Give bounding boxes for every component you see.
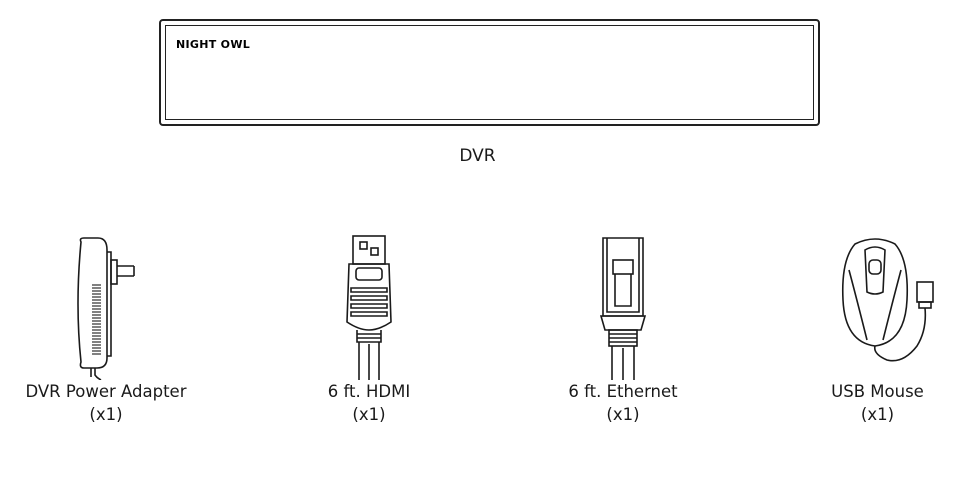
accessory-quantity: (x1) — [89, 405, 123, 424]
accessory-quantity: (x1) — [352, 405, 386, 424]
accessory-quantity: (x1) — [860, 405, 895, 424]
accessory-name: USB Mouse — [831, 382, 924, 401]
accessory-ethernet-cable: 6 ft. Ethernet (x1) — [528, 230, 718, 426]
accessory-name: 6 ft. HDMI — [327, 382, 411, 401]
accessory-name: DVR Power Adapter — [25, 382, 187, 401]
accessory-quantity: (x1) — [606, 405, 640, 424]
usb-mouse-icon — [841, 238, 934, 362]
ethernet-cable-icon — [599, 237, 647, 380]
accessory-power-adapter: DVR Power Adapter (x1) — [0, 230, 212, 426]
accessory-hdmi-cable: 6 ft. HDMI (x1) — [274, 230, 464, 426]
dvr-brand-logo: NIGHT OWL — [176, 38, 251, 51]
dvr-front-panel: NIGHT OWL — [165, 25, 814, 120]
dvr-illustration: NIGHT OWL — [159, 19, 820, 126]
power-adapter-icon — [77, 237, 135, 380]
hdmi-cable-icon — [346, 235, 392, 380]
accessory-usb-mouse: USB Mouse (x1) — [800, 230, 955, 426]
accessory-name: 6 ft. Ethernet — [568, 382, 678, 401]
dvr-label: DVR — [459, 146, 496, 166]
